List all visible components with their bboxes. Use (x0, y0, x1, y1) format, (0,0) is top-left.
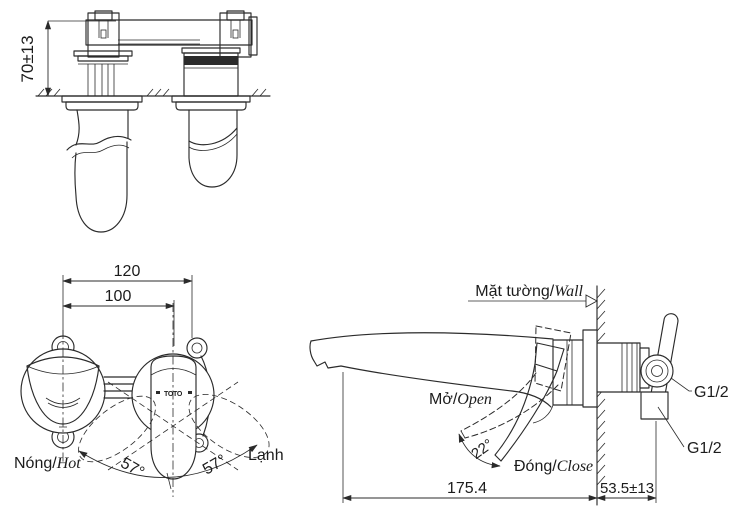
supply-pipes (103, 376, 137, 399)
handle-front (150, 355, 197, 480)
in-wall-valve (596, 313, 679, 420)
wall-label: Mặt tường/Wall (475, 283, 583, 300)
brand-logo: TOTO (164, 391, 183, 398)
angle-open-label: 22° (468, 436, 496, 463)
handle-open-dashed (460, 325, 572, 439)
escutcheon (582, 329, 598, 408)
handle-closed (494, 342, 565, 462)
dim-100: 100 (62, 288, 175, 310)
deck-hatching (37, 88, 267, 97)
spout-side (309, 329, 598, 424)
cold-label: Lạnh (248, 447, 284, 464)
thread-callout-upper: G1/2 (670, 377, 729, 401)
open-close-annotations: 22° Mở/Open Đóng/Close (429, 391, 593, 475)
dim-reach-175: 175.4 (342, 372, 657, 503)
dim-100-label: 100 (105, 288, 132, 305)
dim-height-70: 70±13 (18, 20, 116, 97)
dim-depth-53: 53.5±13 (596, 480, 657, 502)
deck-surface (35, 88, 271, 97)
top-view-body (73, 10, 258, 97)
gasket-band (184, 56, 238, 65)
wall-arrow (585, 294, 598, 308)
thread-callout-lower: G1/2 (657, 406, 722, 457)
thread-upper-label: G1/2 (694, 384, 729, 401)
hot-label: Nóng/Hot (14, 455, 81, 472)
angle-right-label: 57° (200, 452, 229, 479)
top-view: 70±13 (18, 10, 271, 233)
side-view: Mặt tường/Wall G1/2 G1/2 (309, 283, 729, 506)
wall-callout: Mặt tường/Wall (468, 283, 598, 308)
dim-depth-label: 53.5±13 (600, 480, 654, 497)
angle-left-label: 57° (118, 455, 147, 482)
below-deck-parts (61, 95, 251, 233)
wall (596, 285, 606, 506)
close-label: Đóng/Close (514, 458, 593, 475)
front-view: 120 100 TOTO (14, 263, 284, 497)
open-label: Mở/Open (429, 391, 492, 408)
thread-lower-label: G1/2 (687, 440, 722, 457)
dim-reach-label: 175.4 (447, 480, 487, 497)
dim-120-label: 120 (114, 263, 141, 280)
dim-height-label: 70±13 (18, 35, 37, 82)
